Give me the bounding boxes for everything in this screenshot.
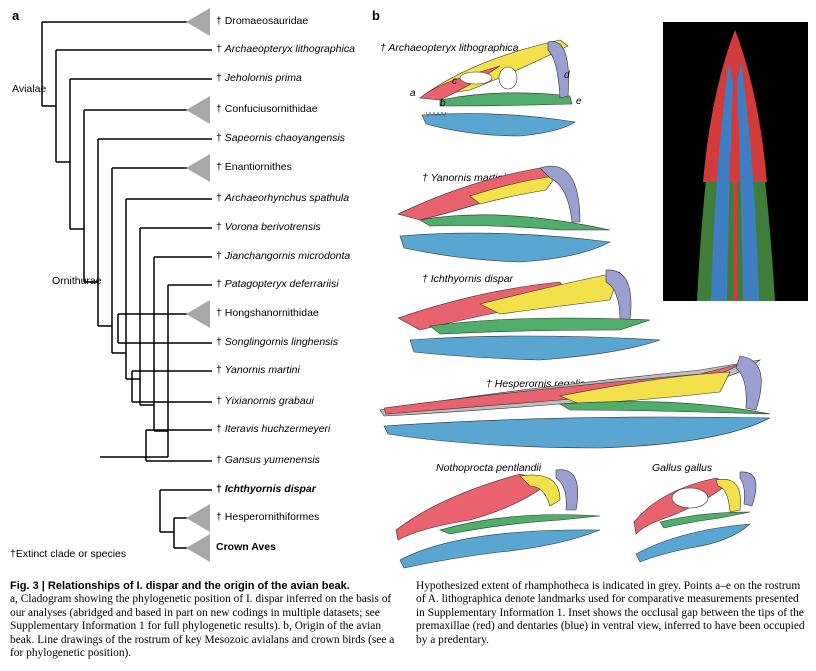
ventral-view-inset <box>663 22 808 301</box>
taxon-label: † Gansus yumenensis <box>216 454 320 466</box>
dagger-mark: † <box>216 364 222 376</box>
taxon-label: † Songlingornis linghensis <box>216 336 338 348</box>
taxon-label: † Enantiornithes <box>216 161 292 173</box>
taxon-label: † Sapeornis chaoyangensis <box>216 132 345 144</box>
triangle-confuciusornithidae <box>186 96 210 124</box>
tree-lines <box>41 21 212 549</box>
taxon-name: Vorona berivotrensis <box>224 221 321 233</box>
taxon-name: Jeholornis prima <box>224 72 302 84</box>
taxon-name: Enantiornithes <box>224 161 292 173</box>
taxon-label: † Ichthyornis dispar <box>216 483 316 495</box>
dagger-mark: † <box>216 483 222 495</box>
clade-label-ornithurae: Ornithurae <box>52 275 102 287</box>
taxon-name: Dromaeosauridae <box>224 15 309 27</box>
dagger-mark: † <box>216 423 222 435</box>
caption-right-text: Hypothesized extent of rhamphotheca is i… <box>416 580 805 646</box>
taxon-label: † Archaeopteryx lithographica <box>216 43 355 55</box>
skull-ichthyornis <box>397 269 661 361</box>
skull-yanornis <box>397 166 611 263</box>
caption-left-text: a, Cladogram showing the phylogenetic po… <box>10 593 395 660</box>
taxon-name: Archaeorhynchus spathula <box>224 192 350 204</box>
dagger-mark: † <box>216 72 222 84</box>
taxon-label: Crown Aves <box>216 541 276 553</box>
dagger-mark: † <box>216 132 222 144</box>
taxon-label: † Jianchangornis microdonta <box>216 250 350 262</box>
caption-right: Hypothesized extent of rhamphotheca is i… <box>416 580 808 647</box>
taxon-label: † Hongshanornithidae <box>216 307 319 319</box>
dagger-mark: † <box>216 221 222 233</box>
landmark-d: d <box>564 70 570 81</box>
dagger-mark: † <box>216 336 222 348</box>
taxon-name: Yixianornis grabaui <box>224 395 314 407</box>
dagger-mark: † <box>216 454 222 466</box>
taxon-label: † Dromaeosauridae <box>216 15 308 27</box>
dagger-mark: † <box>216 307 222 319</box>
dagger-mark: † <box>216 43 222 55</box>
triangle-crown-aves <box>186 534 210 562</box>
taxon-label: † Archaeorhynchus spathula <box>216 192 349 204</box>
skull-drawings <box>379 39 771 569</box>
dagger-mark: † <box>216 103 222 115</box>
triangle-hesperornithiformes <box>186 504 210 532</box>
skull-nothoprocta <box>395 469 601 569</box>
triangle-dromaeosauridae <box>186 8 210 36</box>
caption-title: Fig. 3 | Relationships of I. dispar and … <box>10 580 350 592</box>
triangle-enantiornithes <box>186 154 210 182</box>
inset-image <box>697 30 775 301</box>
taxon-name: Hesperornithiformes <box>224 511 320 523</box>
label-ichthyornis: † Ichthyornis dispar <box>422 273 514 285</box>
taxon-name: Ichthyornis dispar <box>224 483 316 495</box>
label-nothoprocta: Nothoprocta pentlandii <box>436 462 542 474</box>
panel-a-label: a <box>12 8 20 23</box>
panel-b-label: b <box>372 8 380 23</box>
footnote: †Extinct clade or species <box>10 548 127 560</box>
taxon-name: Jianchangornis microdonta <box>224 250 351 262</box>
taxon-label: † Jeholornis prima <box>216 72 302 84</box>
taxon-label: † Iteravis huchzermeyeri <box>216 423 330 435</box>
clade-label-avialae: Avialae <box>12 83 47 95</box>
triangle-hongshanornithidae <box>186 300 210 328</box>
dagger-mark: † <box>216 192 222 204</box>
taxon-name: Hongshanornithidae <box>224 307 319 319</box>
taxon-label: † Hesperornithiformes <box>216 511 319 523</box>
landmark-b: b <box>440 98 446 109</box>
label-gallus: Gallus gallus <box>652 462 713 474</box>
taxon-name: Archaeopteryx lithographica <box>224 43 355 55</box>
taxon-label: † Patagopteryx deferrariisi <box>216 278 339 290</box>
taxon-name: Iteravis huchzermeyeri <box>224 423 331 435</box>
skull-hesperornis <box>379 355 771 449</box>
landmark-c: c <box>452 76 457 87</box>
taxon-name: Sapeornis chaoyangensis <box>224 132 346 144</box>
taxon-name: Songlingornis linghensis <box>224 336 339 348</box>
dagger-mark: † <box>216 278 222 290</box>
taxon-name: Gansus yumenensis <box>224 454 320 466</box>
dagger-mark: † <box>216 250 222 262</box>
collapsed-clade-triangles <box>186 8 210 562</box>
cladogram-branches <box>41 8 212 562</box>
taxon-name: Patagopteryx deferrariisi <box>224 278 339 290</box>
dagger-mark: † <box>216 395 222 407</box>
taxon-name: Confuciusornithidae <box>224 103 318 115</box>
skull-gallus <box>633 471 757 563</box>
label-archaeopteryx: † Archaeopteryx lithographica <box>380 42 519 54</box>
dagger-mark: † <box>216 511 222 523</box>
landmark-a: a <box>410 88 416 99</box>
cladogram: † Dromaeosauridae† Archaeopteryx lithogr… <box>0 0 370 575</box>
taxon-name: Crown Aves <box>216 541 276 553</box>
dagger-mark: † <box>216 15 222 27</box>
taxon-label: † Vorona berivotrensis <box>216 221 321 233</box>
dagger-mark: † <box>216 161 222 173</box>
skull-archaeopteryx <box>419 39 576 137</box>
caption-left: Fig. 3 | Relationships of I. dispar and … <box>10 580 402 660</box>
taxon-label: † Yixianornis grabaui <box>216 395 314 407</box>
taxon-label: † Yanornis martini <box>216 364 300 376</box>
taxon-label: † Confuciusornithidae <box>216 103 318 115</box>
taxon-name: Yanornis martini <box>224 364 300 376</box>
landmark-e: e <box>576 96 582 107</box>
